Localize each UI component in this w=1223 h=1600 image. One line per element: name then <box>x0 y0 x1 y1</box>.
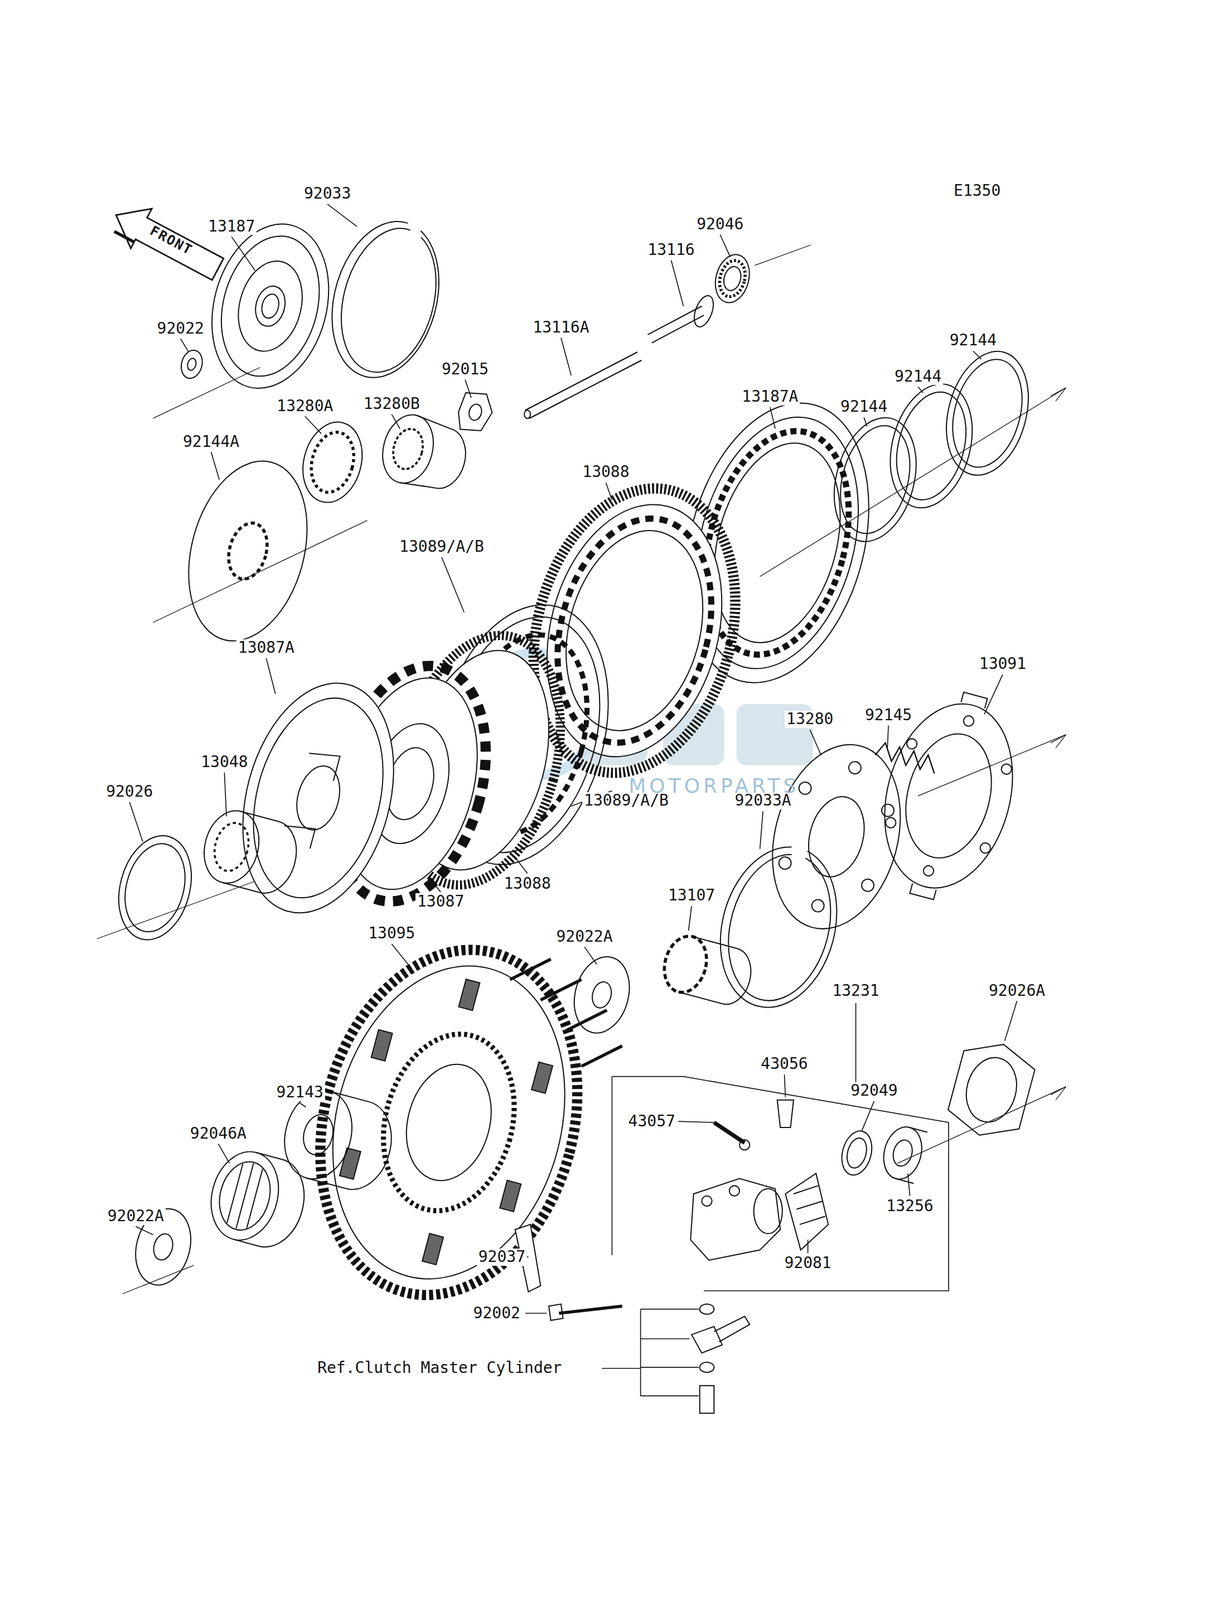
callout-number: 43057 <box>626 1112 678 1130</box>
reference-note: Ref.Clutch Master Cylinder <box>315 1359 564 1377</box>
callout-number: 92037 <box>476 1248 528 1266</box>
callout-number: 13091 <box>977 655 1028 673</box>
callout-number: 92144 <box>892 368 944 386</box>
callout-number: 13280 <box>784 710 835 728</box>
callout-number: 13087 <box>415 892 466 911</box>
callout-number: 92046A <box>188 1124 249 1143</box>
callout-number: 92026 <box>104 782 155 801</box>
callout-number: 13280A <box>274 397 335 415</box>
callout-number: 92022A <box>554 927 615 946</box>
callout-number: 92081 <box>782 1254 833 1272</box>
callout-number: 13256 <box>884 1197 935 1215</box>
callout-number: 13087A <box>236 639 297 657</box>
callout-number: 92026A <box>987 982 1047 1000</box>
callout-number: 92015 <box>440 360 491 379</box>
callout-number: 13089/A/B <box>397 538 486 556</box>
callout-number: 92022A <box>105 1207 166 1225</box>
figure-code: E1350 <box>951 182 1003 200</box>
callout-number: 92145 <box>863 706 914 724</box>
callout-number: 43056 <box>759 1055 810 1073</box>
callout-number: 92144A <box>181 433 241 451</box>
callout-number: 92022 <box>155 320 206 338</box>
callout-number: 13231 <box>830 982 881 1000</box>
callout-number: 92046 <box>694 215 746 234</box>
callout-number: 92144 <box>948 331 999 350</box>
callout-number: 13187A <box>740 388 800 406</box>
watermark: MOTORPARTS <box>626 774 801 797</box>
callout-number: 13280B <box>361 395 422 413</box>
callout-number: 92049 <box>848 1081 899 1100</box>
callout-number: 92033 <box>302 185 353 203</box>
callout-number: 13095 <box>366 924 417 942</box>
callout-number: 13187 <box>206 218 257 236</box>
callout-number: 13116A <box>530 318 591 337</box>
callout-number: 13107 <box>666 886 717 905</box>
callout-number: 13088 <box>580 463 631 481</box>
callout-number: 92144 <box>838 398 889 416</box>
callout-number: 92002 <box>471 1304 522 1322</box>
callout-number: 13088 <box>501 875 553 893</box>
callout-number: 13116 <box>645 241 696 259</box>
callout-number: 13048 <box>199 753 250 771</box>
callout-number: 92143 <box>274 1083 326 1101</box>
